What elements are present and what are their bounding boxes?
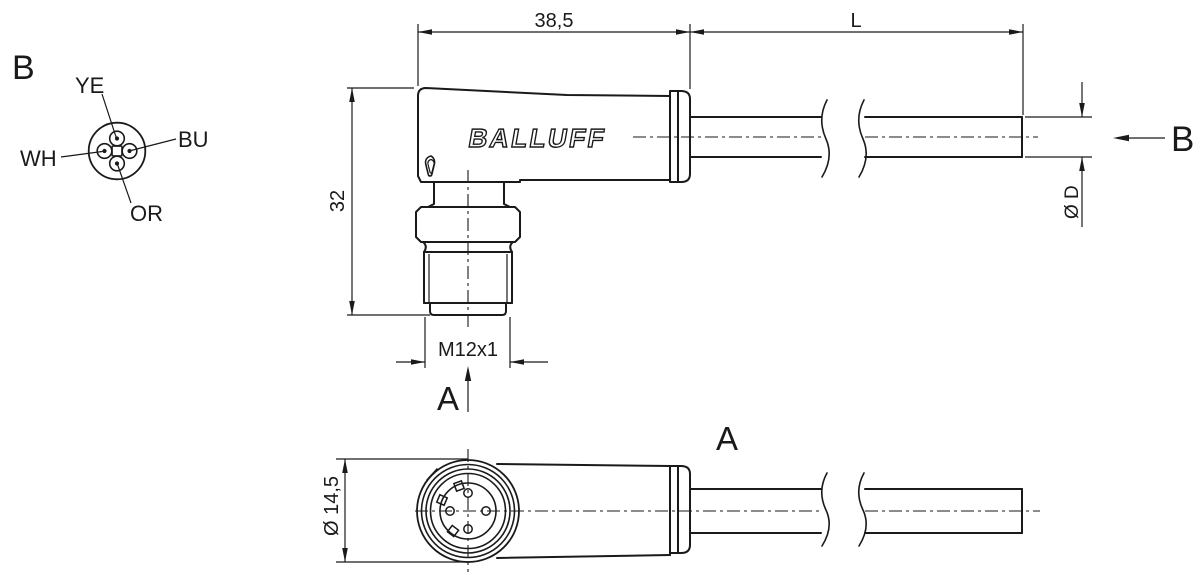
- break-line: [857, 99, 867, 178]
- bottom-view: A: [321, 420, 1040, 572]
- section-arrow-b: B: [1113, 120, 1194, 159]
- leader-or: [116, 162, 132, 204]
- body-end-cap: [669, 90, 691, 183]
- thread-fillet-right: [509, 241, 514, 253]
- cable: [690, 99, 1023, 178]
- dim-cable-length-text: L: [850, 10, 861, 32]
- wire-label-ye: YE: [75, 73, 104, 98]
- center-keyway: [111, 145, 123, 157]
- section-arrow-b-label: B: [1171, 120, 1194, 159]
- dim-height-text: 32: [327, 190, 349, 212]
- dim-thread-text: M12x1: [438, 339, 498, 361]
- dim-body-length: 38,5: [417, 10, 691, 89]
- break-line: [820, 99, 830, 178]
- dim-height: 32: [327, 87, 430, 316]
- dim-diameter-text: Ø 14,5: [321, 476, 343, 536]
- knurled-nut: [415, 206, 521, 243]
- pinout-view-label: B: [12, 49, 35, 87]
- bottom-view-label: A: [716, 420, 738, 457]
- dim-cable-diameter-text: Ø D: [1062, 185, 1083, 219]
- break-line: [857, 472, 867, 547]
- dim-body-length-text: 38,5: [535, 10, 574, 32]
- cable-bottom-view: [690, 472, 1023, 547]
- ring-tick: [426, 468, 438, 481]
- neck-right: [503, 181, 511, 208]
- end-cap-bottom-view: [669, 465, 691, 554]
- section-arrow-a: A: [437, 366, 472, 417]
- dim-diameter: Ø 14,5: [321, 458, 470, 563]
- neck-left: [427, 181, 435, 208]
- thread-fillet-left: [422, 241, 427, 253]
- leader-ye: [101, 93, 118, 141]
- wire-label-or: OR: [130, 201, 163, 226]
- dim-cable-diameter: Ø D: [1025, 82, 1092, 227]
- pinout-diagram: B YE BU WH OR: [12, 49, 209, 226]
- section-arrow-a-label: A: [437, 380, 459, 417]
- side-view: BALLUFF: [327, 10, 1194, 417]
- dim-thread: M12x1: [396, 317, 548, 368]
- wire-label-wh: WH: [20, 146, 57, 171]
- body-bottom-view: [496, 463, 691, 559]
- break-line: [820, 472, 830, 547]
- keyway-notches: [435, 479, 466, 538]
- leader-wh: [60, 150, 107, 158]
- wire-label-bu: BU: [178, 127, 209, 152]
- marker-teardrop: [424, 155, 436, 177]
- connector-face-circle: [87, 121, 147, 181]
- balluff-logo: BALLUFF: [466, 123, 609, 153]
- pins: [96, 130, 138, 172]
- marker-teardrop-inner: [427, 158, 435, 174]
- dim-cable-length: L: [690, 10, 1024, 115]
